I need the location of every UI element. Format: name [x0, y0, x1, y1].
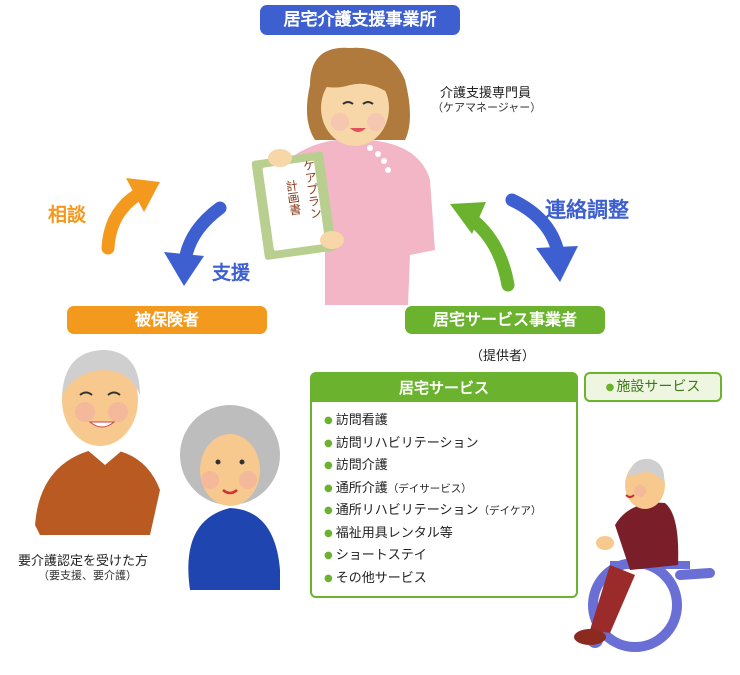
- insured-description-sub: （要支援、要介護）: [38, 569, 137, 582]
- wheelchair-user-illustration: [574, 458, 715, 652]
- provider-note: （提供者）: [470, 349, 536, 364]
- consult-support-arrows: [101, 178, 227, 286]
- list-item: 訪問リハビリテーション: [324, 433, 576, 456]
- coordination-arrows: [450, 193, 578, 292]
- service-provider-label: 居宅サービス事業者: [405, 306, 605, 334]
- care-manager-subtitle: （ケアマネージャー）: [432, 101, 542, 114]
- home-services-title: 居宅サービス: [312, 374, 576, 402]
- coordination-label: 連絡調整: [545, 198, 629, 222]
- home-services-box: 居宅サービス 訪問看護 訪問リハビリテーション 訪問介護 通所介護（デイサービス…: [310, 372, 578, 598]
- care-office-label: 居宅介護支援事業所: [260, 5, 460, 35]
- bullet-icon: ●: [605, 382, 615, 393]
- list-item: 福祉用具レンタル等: [324, 523, 576, 546]
- facility-services-label: 施設サービス: [616, 379, 701, 395]
- list-item: 訪問介護: [324, 455, 576, 478]
- insured-label: 被保険者: [67, 306, 267, 334]
- list-item: 通所リハビリテーション（デイケア）: [324, 500, 576, 523]
- facility-services-box: ●施設サービス: [584, 372, 722, 402]
- list-item: 通所介護（デイサービス）: [324, 478, 576, 501]
- support-label: 支援: [212, 262, 251, 284]
- care-manager-title: 介護支援専門員: [440, 86, 532, 101]
- care-manager-illustration: [251, 47, 435, 305]
- list-item: 訪問看護: [324, 410, 576, 433]
- list-item: ショートステイ: [324, 545, 576, 568]
- home-services-list: 訪問看護 訪問リハビリテーション 訪問介護 通所介護（デイサービス） 通所リハビ…: [312, 410, 576, 590]
- consult-label: 相談: [48, 204, 87, 226]
- insured-description: 要介護認定を受けた方: [18, 554, 149, 569]
- elderly-couple-illustration: [35, 350, 280, 590]
- list-item: その他サービス: [324, 568, 576, 591]
